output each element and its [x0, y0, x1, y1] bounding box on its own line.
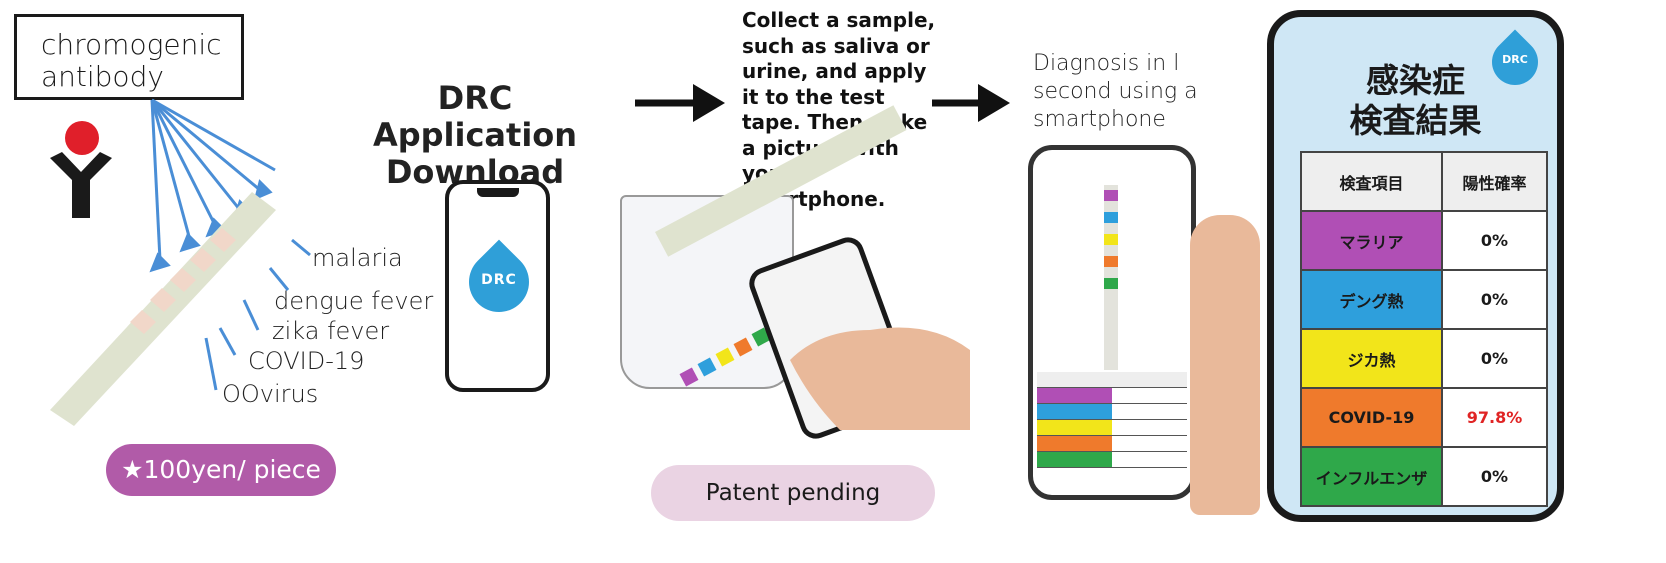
- patent-pending-badge: Patent pending: [651, 465, 935, 521]
- phone-notch: [477, 188, 519, 197]
- table-row: COVID-19 97.8%: [1300, 387, 1548, 448]
- result-title-line1: 感染症: [1366, 61, 1465, 100]
- disease-label-malaria: malaria: [312, 244, 403, 272]
- table-row: インフルエンザ 0%: [1300, 446, 1548, 507]
- header-item: 検査項目: [1300, 151, 1443, 212]
- result-table: 検査項目 陽性確率 マラリア 0% デング熱 0% ジカ熱 0% COVID-1…: [1300, 151, 1548, 507]
- antibody-label-line2: antibody: [41, 60, 164, 93]
- row-value: 0%: [1441, 269, 1548, 330]
- disease-label-dengue: dengue fever: [274, 287, 434, 315]
- disease-label-zika: zika fever: [272, 317, 390, 345]
- table-row: デング熱 0%: [1300, 269, 1548, 330]
- pad-influenza: [1104, 278, 1118, 289]
- app-download-line1: DRC Application: [372, 79, 578, 154]
- antibody-strip-illustration: [50, 98, 311, 426]
- row-value: 97.8%: [1441, 387, 1548, 448]
- row-name: デング熱: [1300, 269, 1443, 330]
- disease-label-oovirus: OOvirus: [222, 380, 319, 408]
- app-download-title: DRC Application Download: [345, 80, 605, 191]
- hand-illustration: [790, 327, 970, 430]
- row-name: ジカ熱: [1300, 328, 1443, 389]
- test-tape-color-pads: [679, 327, 771, 387]
- mini-result-table: [1037, 372, 1187, 468]
- table-row: ジカ熱 0%: [1300, 328, 1548, 389]
- antibody-icon: [50, 152, 112, 218]
- header-probability: 陽性確率: [1441, 151, 1548, 212]
- pad-dengue: [1104, 212, 1118, 223]
- diagnosis-phone: [1028, 145, 1196, 500]
- row-name: マラリア: [1300, 210, 1443, 271]
- antigen-icon: [65, 121, 99, 155]
- phone-strip-image: [1104, 185, 1118, 370]
- row-value: 0%: [1441, 328, 1548, 389]
- drc-badge-text: DRC: [1502, 53, 1528, 66]
- app-phone: DRC: [445, 180, 550, 392]
- row-value: 0%: [1441, 446, 1548, 507]
- antibody-label-box: chromogenic antibody: [14, 14, 244, 100]
- pad-zika: [1104, 234, 1118, 245]
- row-value: 0%: [1441, 210, 1548, 271]
- result-phone: DRC 感染症 検査結果 検査項目 陽性確率 マラリア 0% デング熱 0% ジ…: [1267, 10, 1564, 522]
- arrow-right-icon: [932, 84, 1010, 122]
- table-header-row: 検査項目 陽性確率: [1300, 151, 1548, 212]
- pad-covid: [1104, 256, 1118, 267]
- price-badge: ★100yen/ piece: [106, 444, 336, 496]
- antibody-label-line1: chromogenic: [41, 28, 222, 61]
- pad-malaria: [1104, 190, 1118, 201]
- result-title: 感染症 検査結果: [1274, 61, 1557, 141]
- diagnosis-caption: Diagnosis in l second using a smartphone: [1033, 51, 1198, 132]
- row-name: インフルエンザ: [1300, 446, 1443, 507]
- hand-holding-phone: [1190, 215, 1260, 515]
- table-row: マラリア 0%: [1300, 210, 1548, 271]
- row-name: COVID-19: [1300, 387, 1443, 448]
- disease-label-covid: COVID-19: [248, 347, 365, 375]
- result-title-line2: 検査結果: [1349, 101, 1482, 140]
- drc-logo-text: DRC: [481, 272, 517, 288]
- arrow-right-icon: [635, 84, 725, 122]
